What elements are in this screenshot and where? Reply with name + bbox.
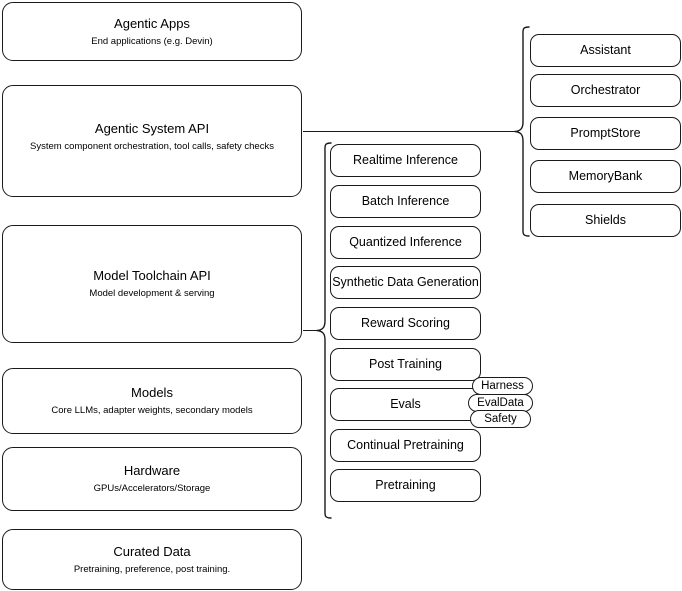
- component-box-continual-pretraining[interactable]: Continual Pretraining: [330, 429, 481, 462]
- component-box-reward-scoring[interactable]: Reward Scoring: [330, 307, 481, 340]
- pill-tag-safety[interactable]: Safety: [470, 410, 531, 428]
- component-box-shields[interactable]: Shields: [530, 204, 681, 237]
- component-box-realtime-inference[interactable]: Realtime Inference: [330, 144, 481, 177]
- pill-tag-harness[interactable]: Harness: [472, 377, 533, 395]
- layer-title: Agentic System API: [94, 121, 210, 136]
- layer-box-curated-data[interactable]: Curated Data Pretraining, preference, po…: [2, 529, 302, 590]
- component-label: Assistant: [580, 43, 631, 57]
- layer-title: Hardware: [123, 463, 181, 478]
- layer-subtitle: End applications (e.g. Devin): [91, 35, 213, 47]
- layer-box-agentic-apps[interactable]: Agentic Apps End applications (e.g. Devi…: [2, 2, 302, 61]
- pill-tag-evaldata[interactable]: EvalData: [468, 394, 533, 412]
- component-box-promptstore[interactable]: PromptStore: [530, 117, 681, 150]
- component-box-pretraining[interactable]: Pretraining: [330, 469, 481, 502]
- layer-title: Model Toolchain API: [93, 268, 211, 283]
- layer-box-hardware[interactable]: Hardware GPUs/Accelerators/Storage: [2, 447, 302, 511]
- component-box-synthetic-data-generation[interactable]: Synthetic Data Generation: [330, 266, 481, 299]
- component-box-evals[interactable]: Evals: [330, 388, 481, 421]
- layer-subtitle: GPUs/Accelerators/Storage: [93, 483, 211, 494]
- component-box-assistant[interactable]: Assistant: [530, 34, 681, 67]
- component-box-batch-inference[interactable]: Batch Inference: [330, 185, 481, 218]
- layer-box-model-toolchain-api[interactable]: Model Toolchain API Model development & …: [2, 225, 302, 343]
- layer-box-models[interactable]: Models Core LLMs, adapter weights, secon…: [2, 368, 302, 434]
- layer-title: Models: [131, 385, 173, 400]
- component-label: Shields: [585, 213, 626, 227]
- component-box-post-training[interactable]: Post Training: [330, 348, 481, 381]
- brace-middle-group: [316, 142, 332, 520]
- component-box-memorybank[interactable]: MemoryBank: [530, 160, 681, 193]
- pill-label: Harness: [481, 380, 524, 392]
- connector-line-system-api-to-right-group: [303, 131, 515, 133]
- component-box-orchestrator[interactable]: Orchestrator: [530, 74, 681, 107]
- component-label: Reward Scoring: [361, 316, 450, 330]
- component-label: Realtime Inference: [353, 153, 458, 167]
- layer-subtitle: System component orchestration, tool cal…: [30, 141, 274, 152]
- component-label: PromptStore: [570, 126, 641, 140]
- layer-subtitle: Pretraining, preference, post training.: [73, 563, 231, 575]
- component-label: Synthetic Data Generation: [332, 275, 479, 289]
- layer-title: Agentic Apps: [114, 15, 190, 31]
- component-label: MemoryBank: [568, 169, 643, 183]
- component-label: Post Training: [369, 357, 442, 371]
- component-label: Orchestrator: [570, 83, 641, 97]
- pill-label: EvalData: [477, 397, 524, 409]
- component-label: Quantized Inference: [349, 235, 462, 249]
- brace-right-group: [514, 26, 530, 238]
- layer-subtitle: Core LLMs, adapter weights, secondary mo…: [51, 405, 253, 416]
- layer-box-agentic-system-api[interactable]: Agentic System API System component orch…: [2, 85, 302, 197]
- component-label: Evals: [390, 397, 421, 411]
- layer-subtitle: Model development & serving: [89, 288, 215, 299]
- pill-label: Safety: [484, 413, 517, 425]
- component-label: Batch Inference: [361, 194, 450, 208]
- component-label: Pretraining: [375, 478, 436, 492]
- component-label: Continual Pretraining: [347, 438, 464, 452]
- component-box-quantized-inference[interactable]: Quantized Inference: [330, 226, 481, 259]
- connector-line-toolchain-to-middle-group: [303, 330, 317, 332]
- layer-title: Curated Data: [113, 543, 191, 559]
